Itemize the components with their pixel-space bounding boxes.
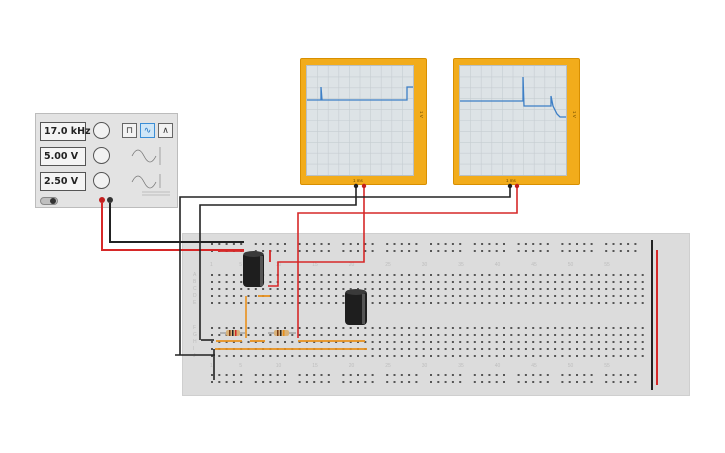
oscilloscope-1-screen [306, 65, 414, 176]
row-letter-label: H [193, 339, 197, 345]
column-number-label: 5 [239, 262, 242, 268]
row-letter-label: C [193, 286, 197, 292]
amplitude-hint-icon [131, 149, 157, 163]
column-number-label: 25 [385, 363, 391, 369]
column-number-label: 15 [312, 262, 318, 268]
function-generator[interactable]: 17.0 kHz 5.00 V 2.50 V ⊓ ∿ ∧ [35, 113, 178, 208]
column-number-label: 25 [385, 262, 391, 268]
offset-hint-icon [131, 175, 157, 189]
oscilloscope-2-trace [460, 76, 566, 118]
frequency-knob[interactable] [93, 122, 110, 139]
oscilloscope-2-volts-label: 1 V [572, 111, 577, 118]
column-number-label: 55 [604, 262, 610, 268]
column-number-label: 10 [275, 262, 282, 268]
square-wave-button[interactable]: ⊓ [122, 123, 137, 138]
oscilloscope-1-grid [307, 66, 413, 175]
amplitude-display: 5.00 V [40, 147, 86, 166]
breadboard-holes [211, 243, 644, 383]
row-letter-label: G [193, 332, 197, 338]
waveform-hint-graphics [131, 147, 170, 196]
triangle-wave-button[interactable]: ∧ [158, 123, 173, 138]
row-letter-label: A [193, 272, 197, 278]
oscilloscope-1-volts-label: 1 V [419, 111, 424, 118]
column-number-label: 35 [458, 363, 464, 369]
column-number-label: 20 [348, 363, 355, 369]
oscilloscope-2-grid [460, 66, 566, 175]
column-number-label: 1 [210, 363, 213, 369]
column-number-label: 10 [275, 363, 282, 369]
oscilloscope-1[interactable]: 1 V 1 ms [300, 58, 427, 185]
amplitude-knob[interactable] [93, 147, 110, 164]
column-number-label: 20 [348, 262, 355, 268]
column-number-label: 35 [458, 262, 464, 268]
column-number-label: 55 [604, 363, 610, 369]
triangle-wave-icon: ∧ [162, 125, 169, 135]
column-number-label: 5 [239, 363, 242, 369]
row-letter-label: B [193, 279, 197, 285]
row-letter-label: J [193, 353, 196, 359]
row-letter-label: I [193, 346, 195, 352]
oscilloscope-1-time-label: 1 ms [353, 178, 363, 183]
row-letter-label: E [193, 300, 197, 306]
column-number-label: 40 [494, 262, 501, 268]
column-number-label: 45 [531, 262, 537, 268]
sine-wave-icon: ∿ [143, 125, 152, 135]
column-number-label: 30 [421, 262, 428, 268]
offset-display: 2.50 V [40, 172, 86, 191]
sine-wave-button[interactable]: ∿ [140, 123, 155, 138]
oscilloscope-2[interactable]: 1 V 1 ms [453, 58, 580, 185]
offset-knob[interactable] [93, 172, 110, 189]
column-number-label: 50 [567, 262, 574, 268]
column-number-label: 50 [567, 363, 574, 369]
column-number-label: 40 [494, 363, 501, 369]
column-number-label: 1 [210, 262, 213, 268]
square-wave-icon: ⊓ [125, 125, 134, 135]
oscilloscope-2-screen [459, 65, 567, 176]
oscilloscope-2-time-label: 1 ms [506, 178, 516, 183]
column-number-label: 30 [421, 363, 428, 369]
oscilloscope-1-trace [307, 86, 413, 101]
power-switch[interactable] [40, 197, 58, 205]
column-number-label: 15 [312, 363, 318, 369]
frequency-display: 17.0 kHz [40, 122, 91, 141]
column-number-label: 45 [531, 363, 537, 369]
row-letter-label: D [193, 293, 197, 299]
row-letter-label: F [193, 325, 197, 331]
